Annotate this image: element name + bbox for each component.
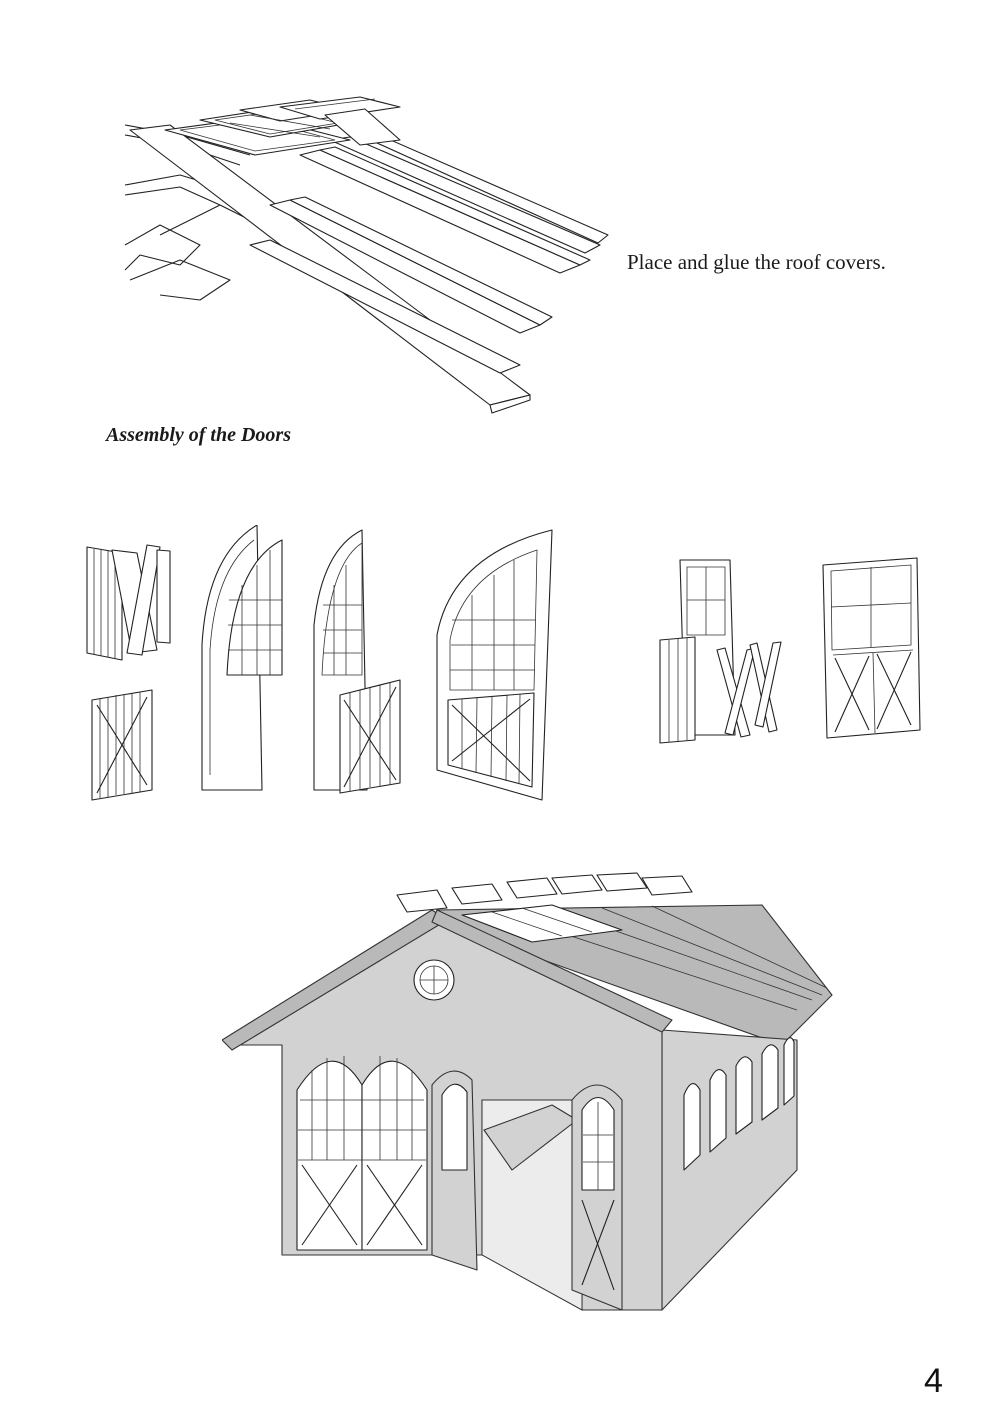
page-number: 4 <box>924 1362 943 1400</box>
doors-section-heading: Assembly of the Doors <box>106 424 291 446</box>
roof-covers-instruction: Place and glue the roof covers. <box>627 250 886 274</box>
arched-doors-illustration <box>86 525 553 801</box>
roof-covers-illustration <box>124 96 609 414</box>
assembled-engine-shed-illustration <box>222 872 833 1311</box>
rectangular-doors-illustration <box>659 557 921 744</box>
